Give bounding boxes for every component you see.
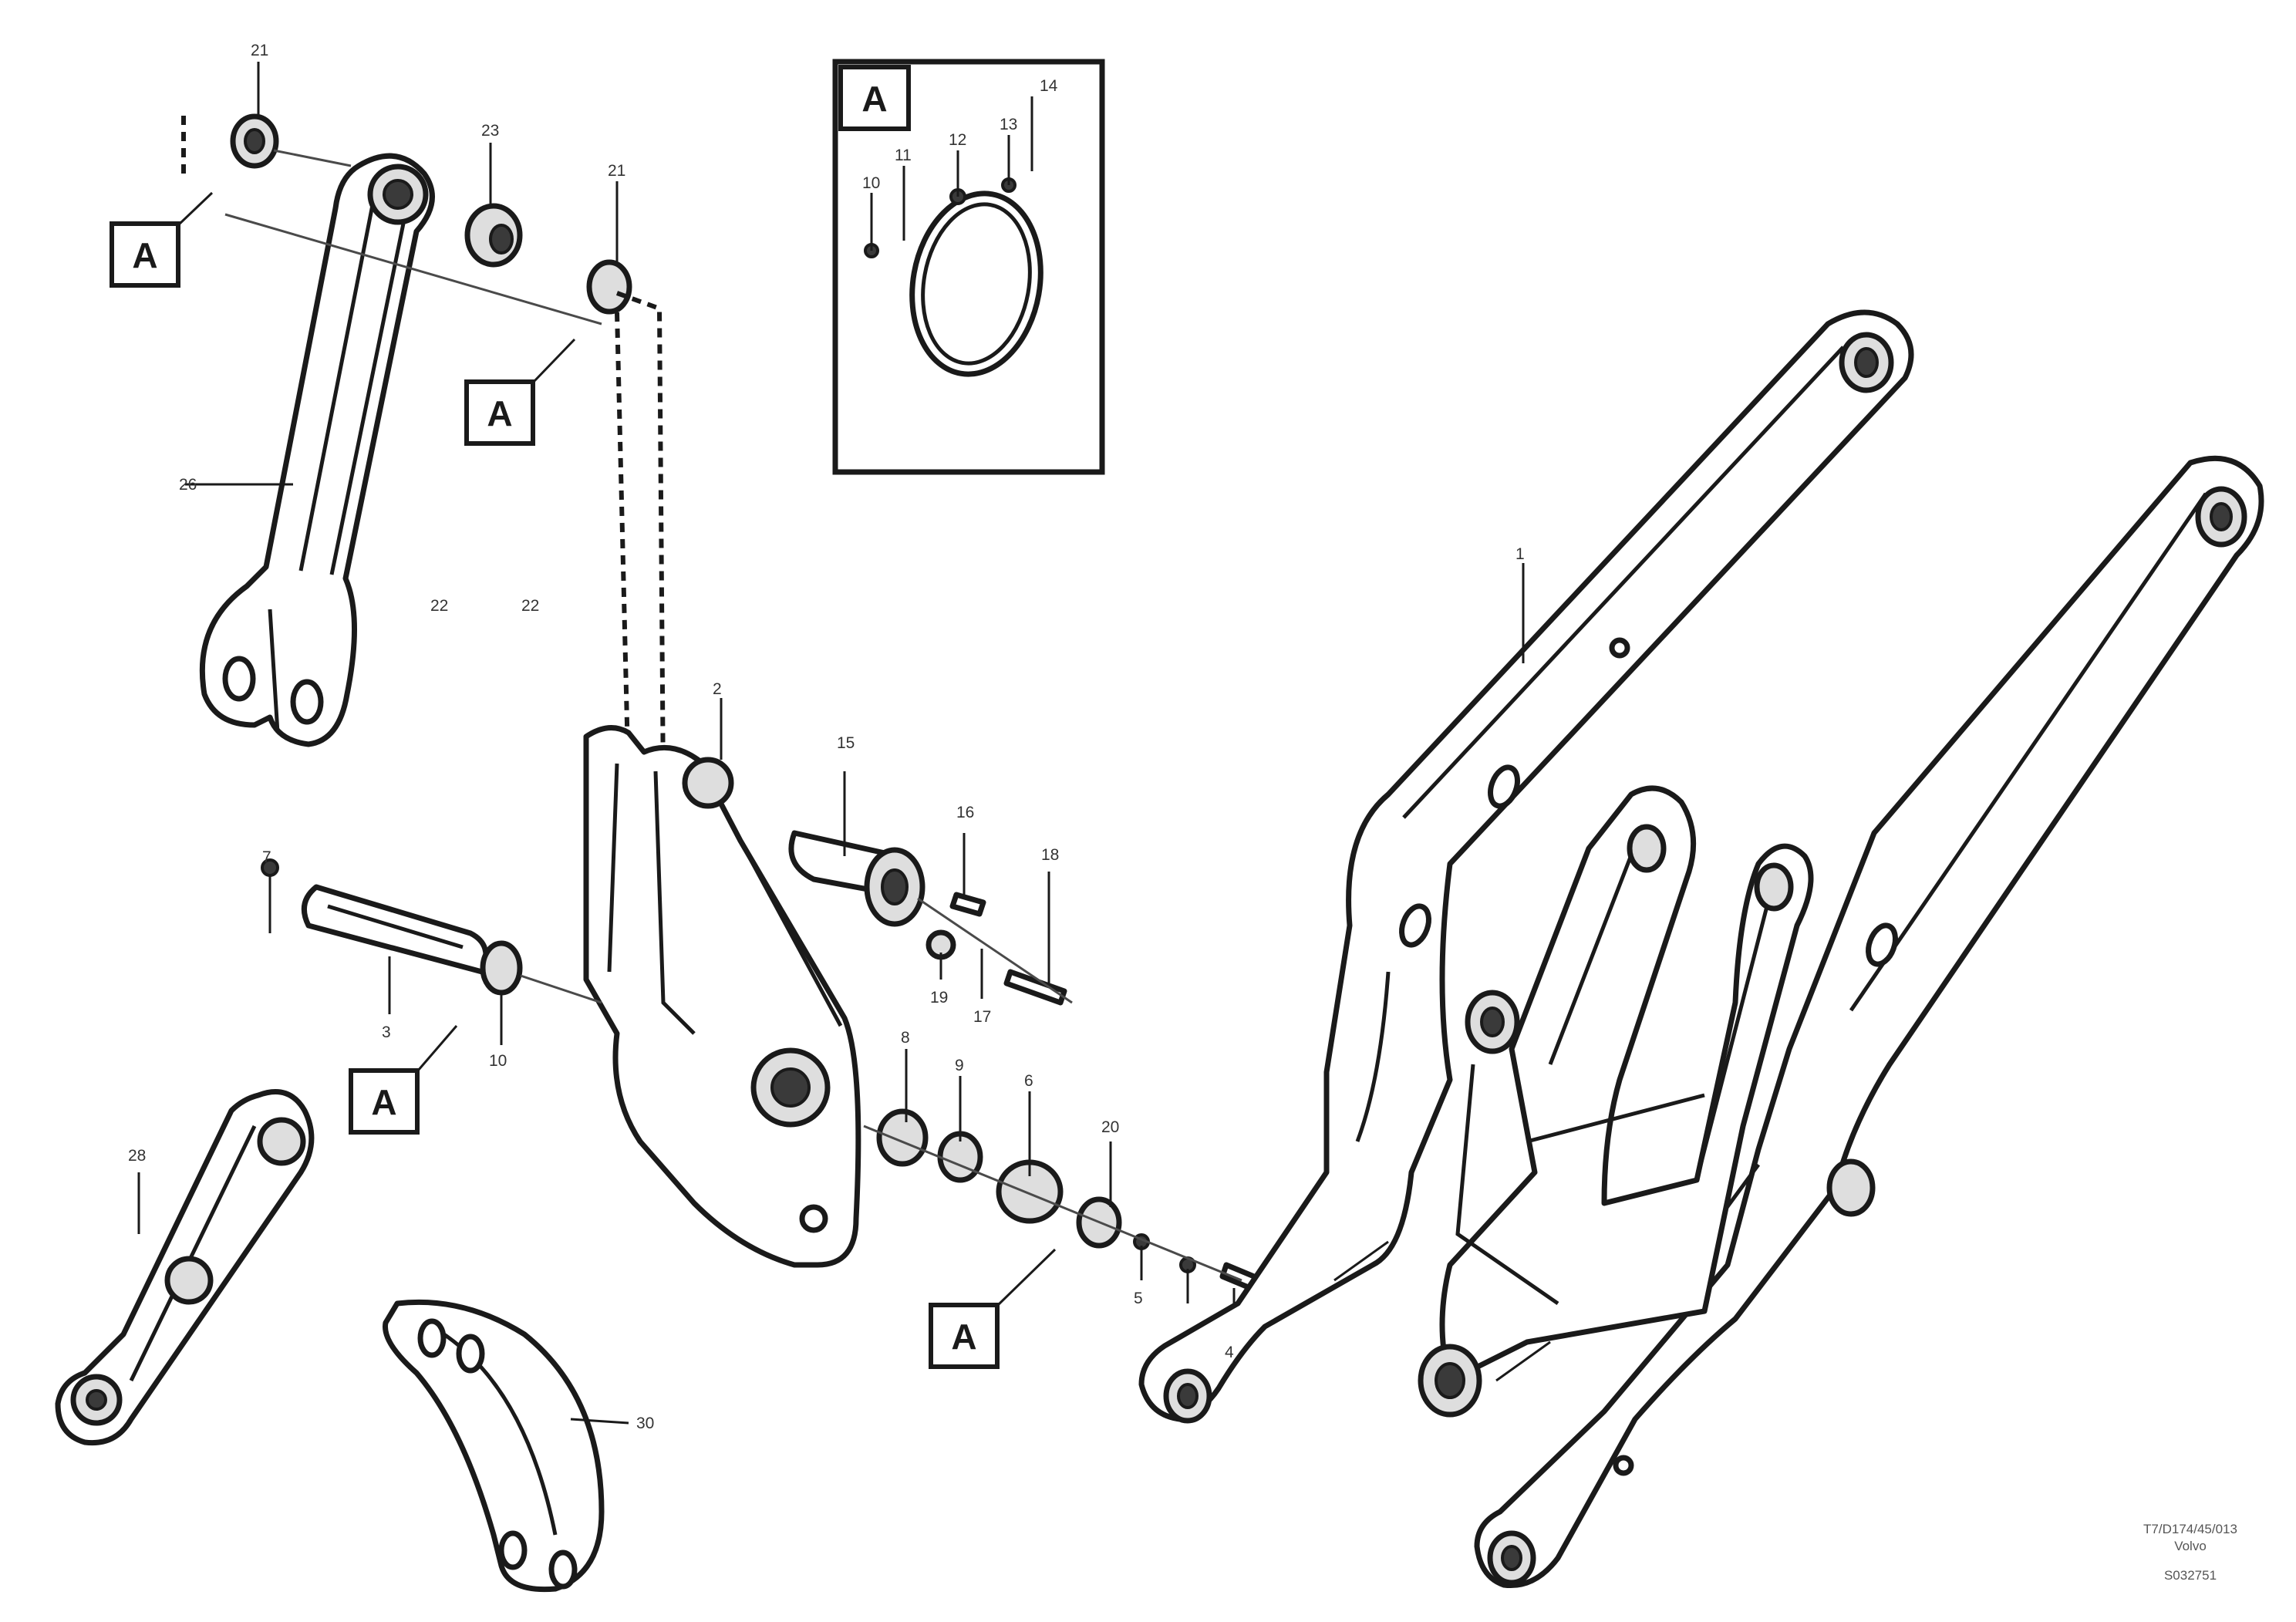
callout-20: 20 [1101, 1118, 1119, 1136]
callout-4: 4 [1225, 1344, 1234, 1361]
reference-marker-a-4: A [929, 1248, 1057, 1369]
callout-17: 17 [973, 1008, 991, 1026]
callout-7: 7 [262, 848, 271, 866]
callout-21-mid: 21 [608, 162, 625, 180]
callout-23: 23 [481, 122, 499, 140]
callout-3: 3 [382, 1023, 391, 1041]
inset-label-10: 10 [862, 174, 880, 192]
callout-18: 18 [1041, 846, 1059, 864]
callout-6: 6 [1024, 1072, 1033, 1090]
pivot-pin-chain [788, 771, 1276, 1338]
lift-arm-cross-member [1333, 785, 1814, 1418]
svg-text:A: A [132, 235, 157, 275]
svg-text:A: A [371, 1082, 396, 1122]
callout-16: 16 [956, 804, 974, 821]
upper-link-arm [199, 153, 435, 747]
callout-28: 28 [128, 1147, 146, 1165]
detail-inset: A 14 13 12 11 10 [832, 59, 1105, 475]
callout-5: 5 [1134, 1290, 1143, 1307]
stamp-line-2: Volvo [2174, 1539, 2207, 1553]
callout-2: 2 [713, 680, 722, 698]
inset-label-11: 11 [895, 147, 912, 164]
left-pin [261, 858, 602, 1045]
callout-10: 10 [489, 1052, 507, 1070]
callout-9: 9 [955, 1057, 964, 1074]
svg-text:A: A [951, 1317, 976, 1357]
lift-arm-front [1138, 309, 1914, 1424]
callout-22b: 22 [521, 597, 539, 615]
reference-marker-a-1: A [110, 191, 214, 288]
callout-30: 30 [636, 1415, 654, 1432]
detail-inset-title: A [861, 79, 887, 119]
callout-19: 19 [930, 989, 948, 1007]
inset-label-13: 13 [1000, 116, 1017, 133]
callout-8: 8 [901, 1029, 910, 1047]
lower-left-link [55, 1089, 315, 1446]
reference-marker-a-3: A [349, 1025, 458, 1135]
callout-21-top: 21 [251, 42, 268, 59]
drawing-stamp: T7/D174/45/013 Volvo S032751 [2143, 1522, 2237, 1583]
svg-text:A: A [487, 393, 512, 433]
reference-marker-a-2: A [464, 338, 576, 446]
inset-label-14: 14 [1040, 77, 1058, 95]
callout-26: 26 [179, 476, 197, 494]
stamp-line-3: S032751 [2164, 1568, 2217, 1583]
stamp-line-1: T7/D174/45/013 [2143, 1522, 2237, 1536]
lift-arm-rear [1474, 455, 2264, 1589]
callout-numbers: 21 23 21 26 22 22 2 15 16 18 19 17 20 8 … [128, 42, 1525, 1432]
callout-1: 1 [1515, 545, 1525, 563]
top-pin-assembly [181, 62, 666, 787]
centre-link-plate [583, 698, 861, 1268]
inset-label-12: 12 [949, 131, 966, 149]
callout-15: 15 [837, 734, 855, 752]
curved-link [383, 1299, 629, 1593]
callout-22: 22 [430, 597, 448, 615]
